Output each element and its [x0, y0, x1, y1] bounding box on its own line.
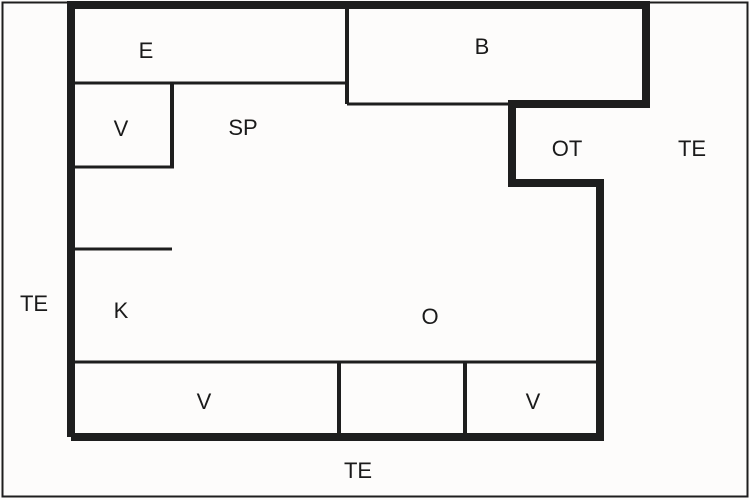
- exterior-label-bottom: TE: [344, 458, 372, 483]
- room-label-kitchen: K: [114, 298, 129, 323]
- exterior-label-right: TE: [678, 136, 706, 161]
- room-label-ot: OT: [552, 136, 583, 161]
- room-label-living-area: SP: [228, 115, 257, 140]
- exterior-label-left: TE: [20, 291, 48, 316]
- room-label-small-storage: V: [114, 116, 129, 141]
- room-label-entrance: E: [139, 38, 154, 63]
- interior-walls: [71, 5, 600, 437]
- room-label-bedroom: B: [475, 34, 490, 59]
- room-label-bottom-right-storage: V: [526, 389, 541, 414]
- room-label-open-area: O: [421, 304, 438, 329]
- room-label-bottom-left-storage: V: [197, 389, 212, 414]
